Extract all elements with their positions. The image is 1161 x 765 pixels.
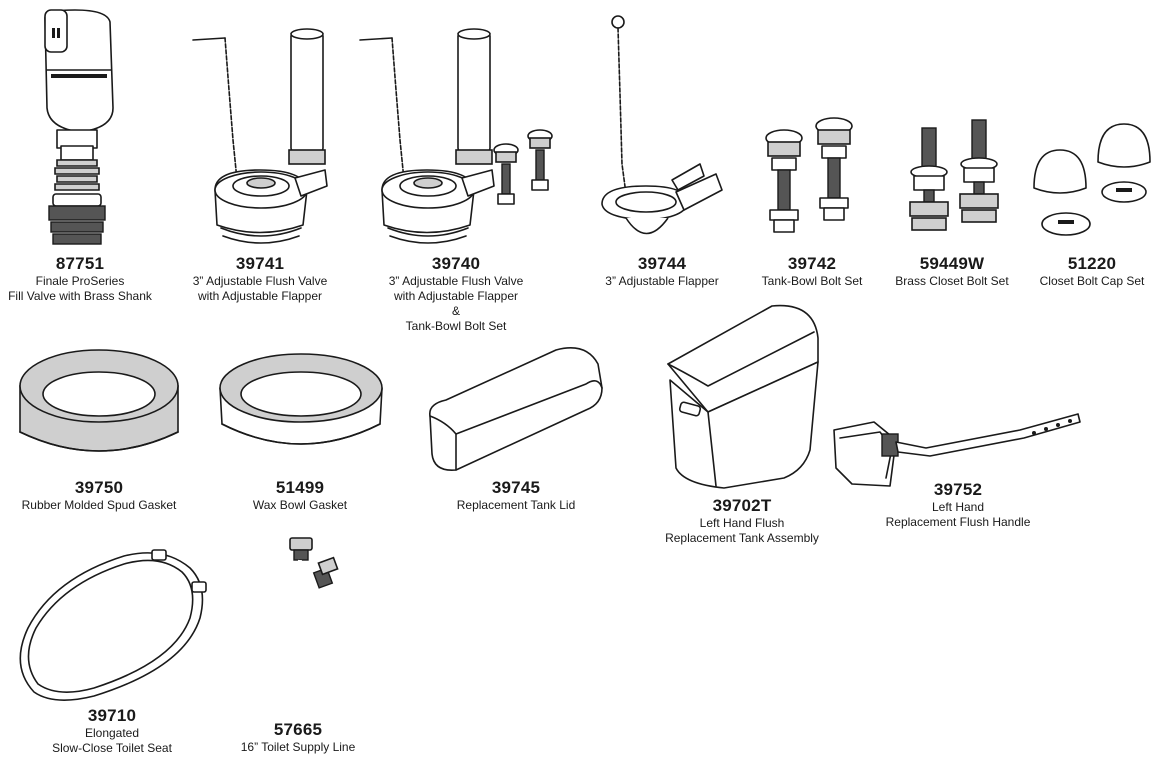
part-description: with Adjustable Flapper xyxy=(393,289,519,303)
part-description: 3” Adjustable Flush Valve xyxy=(192,274,328,288)
part-number: 59449W xyxy=(919,254,985,273)
part-description: Wax Bowl Gasket xyxy=(252,498,348,512)
part-description: Replacement Tank Lid xyxy=(456,498,576,512)
closet-bolt-icon xyxy=(909,119,999,231)
part-number: 39740 xyxy=(431,254,481,273)
part-number: 57665 xyxy=(273,720,323,739)
flapper-icon xyxy=(601,15,723,235)
part-description: Slow-Close Toilet Seat xyxy=(52,741,172,755)
part-description: Left Hand Flush xyxy=(699,516,785,530)
part-description: 3” Adjustable Flush Valve xyxy=(388,274,524,288)
fill-valve-icon xyxy=(44,9,114,245)
part-number: 39745 xyxy=(491,478,541,497)
part-description: 16” Toilet Supply Line xyxy=(240,740,356,754)
part-description: Tank-Bowl Bolt Set xyxy=(761,274,863,288)
part-description: Left Hand xyxy=(931,500,985,514)
part-number: 39742 xyxy=(787,254,837,273)
part-number: 39741 xyxy=(235,254,285,273)
tank-lid-icon xyxy=(429,347,603,471)
part-description: Elongated xyxy=(84,726,140,740)
part-description: Replacement Tank Assembly xyxy=(665,531,819,545)
part-number: 51499 xyxy=(275,478,325,497)
part-description: with Adjustable Flapper xyxy=(197,289,323,303)
supply-line-icon xyxy=(267,537,339,703)
bolt-cap-icon xyxy=(1033,123,1151,236)
flush-valve-icon xyxy=(192,28,328,244)
part-description: Closet Bolt Cap Set xyxy=(1039,274,1145,288)
flush-handle-icon xyxy=(833,413,1081,487)
part-description: Brass Closet Bolt Set xyxy=(895,274,1009,288)
part-description: & xyxy=(451,304,460,318)
part-number: 39744 xyxy=(637,254,687,273)
toilet-seat-icon xyxy=(19,549,207,701)
part-description: Fill Valve with Brass Shank xyxy=(8,289,152,303)
part-description: Finale ProSeries xyxy=(35,274,125,288)
part-description: Replacement Flush Handle xyxy=(885,515,1031,529)
tank-bowl-bolt-icon xyxy=(765,117,853,233)
part-description: Tank-Bowl Bolt Set xyxy=(405,319,507,333)
wax-gasket-icon xyxy=(219,353,383,445)
part-number: 39750 xyxy=(74,478,124,497)
part-number: 87751 xyxy=(55,254,105,273)
part-number: 39752 xyxy=(933,480,983,499)
part-number: 39702T xyxy=(712,496,772,515)
part-number: 39710 xyxy=(87,706,137,725)
part-number: 51220 xyxy=(1067,254,1117,273)
tank-assembly-icon xyxy=(667,304,819,489)
spud-gasket-icon xyxy=(19,349,179,452)
part-description: 3” Adjustable Flapper xyxy=(605,274,719,288)
part-description: Rubber Molded Spud Gasket xyxy=(21,498,177,512)
flush-valve-bolt-set-icon xyxy=(359,28,553,244)
